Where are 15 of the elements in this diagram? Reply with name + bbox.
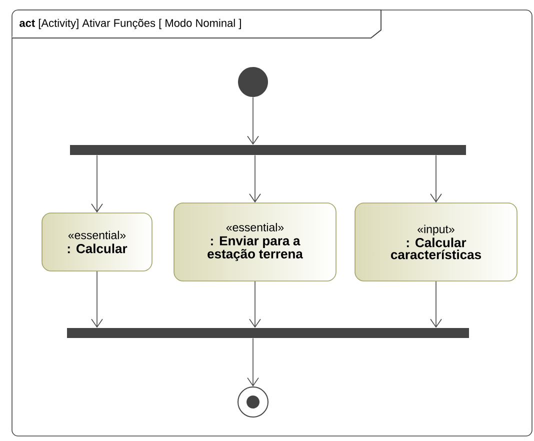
control-flow-arrow <box>91 271 103 328</box>
control-flow-arrow <box>249 154 261 203</box>
control-flow-arrow <box>247 96 259 145</box>
action-box: «essential» : Calcular <box>42 212 152 272</box>
control-flow-arrow <box>430 281 442 328</box>
control-flow-arrow <box>249 281 261 328</box>
sync-bar <box>67 328 469 338</box>
control-flow-arrow <box>91 154 103 213</box>
action-box: «input» : Calcular características <box>354 202 518 282</box>
control-flow-arrow <box>430 154 442 203</box>
initial-node <box>238 67 268 97</box>
action-box: «essential» : Enviar para a estação terrena <box>174 202 336 282</box>
final-node <box>238 386 268 418</box>
sync-bar <box>70 145 466 155</box>
control-flow-arrow <box>247 338 259 386</box>
